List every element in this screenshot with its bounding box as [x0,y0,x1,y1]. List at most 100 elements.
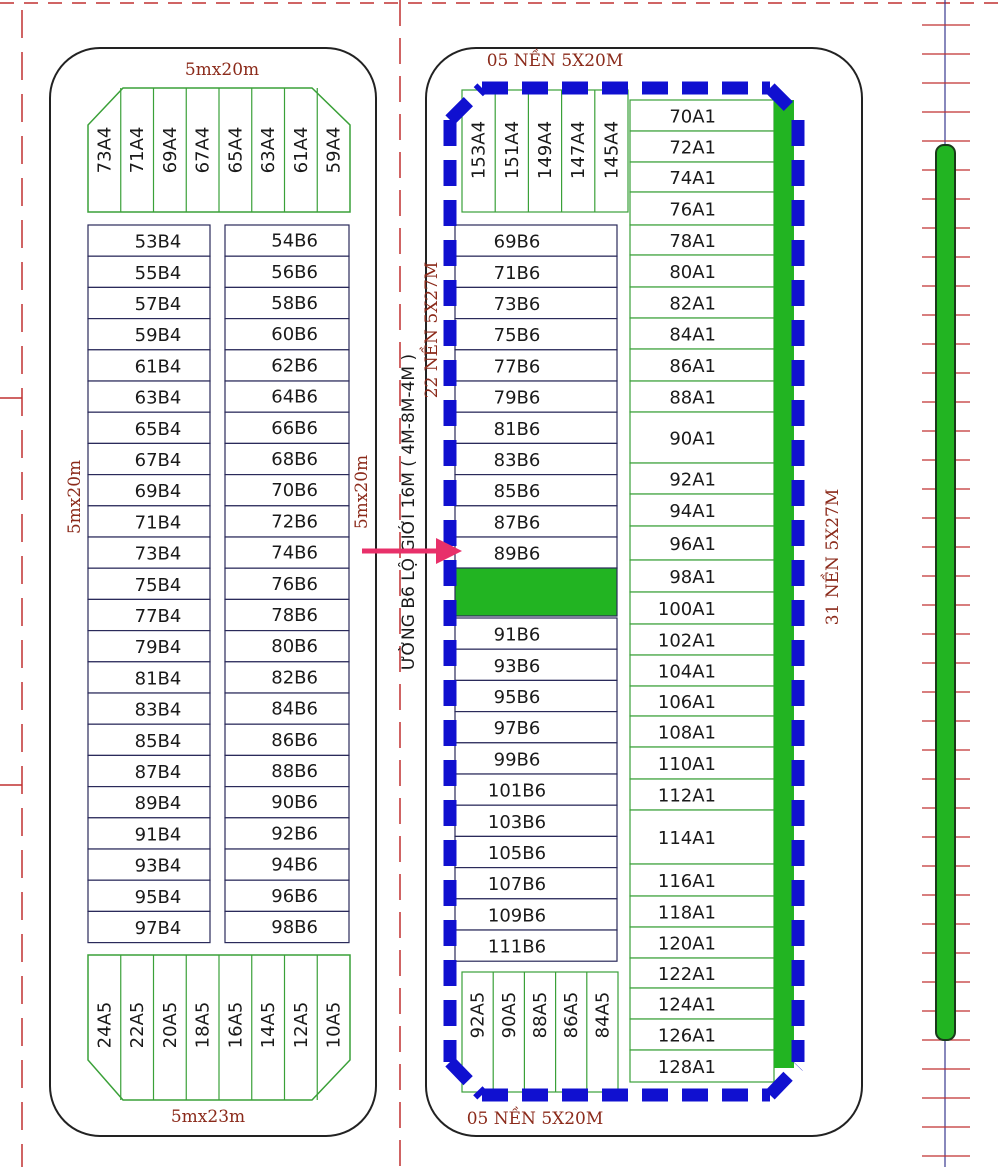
lot-label: 98A1 [669,567,716,588]
lot [87,661,211,694]
lot [87,910,211,944]
lot-label: 67B4 [135,450,182,471]
lot-label: 70A1 [669,107,716,128]
lot [87,785,211,819]
lot-label: 90B6 [271,792,318,813]
lot [87,380,211,413]
lot-label: 77B6 [494,356,541,377]
lot-label: 79B6 [494,388,541,409]
left-bottom-lot-group [87,954,351,1101]
left-dim-bottom: 5mx23m [171,1107,245,1127]
lot-label: 69A4 [160,127,181,174]
lot-label: 145A4 [601,121,622,179]
right-top-label: 05 NỀN 5X20M [487,49,624,71]
lot-label: 74A1 [669,168,716,189]
lot-label: 18A5 [193,1002,214,1049]
lot [629,462,775,495]
lot [87,723,211,757]
lot-label: 88B6 [271,761,318,782]
lot-label: 124A1 [658,995,716,1016]
lot-label: 110A1 [658,754,716,775]
lot-label: 55B4 [135,263,182,284]
lot [629,1049,775,1083]
lot-label: 147A4 [568,121,589,179]
lot-label: 92A1 [669,470,716,491]
location-arrow [362,538,462,564]
lot-label: 59A4 [324,127,345,174]
lot-label: 61B4 [135,356,182,377]
lot-label: 88A5 [530,992,551,1039]
green-strip-a1 [774,100,794,1068]
lot-label: 112A1 [658,786,716,807]
lot [87,598,211,632]
lot-label: 72A1 [669,138,716,159]
lot-label: 85B4 [135,731,182,752]
lot-label: 54B6 [271,231,318,252]
lot-label: 86B6 [271,730,318,751]
right-b6-upper: 69B671B673B675B677B679B681B683B685B687B6… [454,224,618,569]
lot [224,910,350,944]
lot-label: 118A1 [658,903,716,924]
lot-label: 57B4 [135,294,182,315]
lot [224,754,350,788]
lot [224,536,350,569]
lot-label: 104A1 [658,662,716,683]
lot-label: 56B6 [271,262,318,283]
lot [87,629,211,663]
lot [224,723,350,757]
lot [87,286,211,320]
lot-label: 84B6 [271,699,318,720]
lot-label: 71B6 [494,263,541,284]
lot-label: 96A1 [669,534,716,555]
lot-label: 82A1 [669,294,716,315]
lot [454,411,618,445]
lot-label: 84A5 [592,992,613,1039]
lot-label: 103B6 [488,812,546,833]
lot-label: 111B6 [488,937,546,958]
lot-label: 71A4 [127,127,148,174]
lot-label: 114A1 [658,828,716,849]
lot-label: 91B4 [135,824,182,845]
lot-label: 97B4 [135,918,182,939]
lot [87,318,211,351]
lot-label: 128A1 [658,1057,716,1078]
lot-label: 93B6 [494,656,541,677]
lot-label: 59B4 [135,325,182,346]
road-label: ƯỜNG B6 LỘ GIỚI 16M ( 4M-8M-4M ) [397,354,419,670]
lot-label: 14A5 [258,1002,279,1049]
right-right-label: 31 NỀN 5X27M [821,489,843,626]
lot [87,411,211,445]
right-left-label: 22 NỀN 5X27M [420,262,442,399]
lot-label: 74B6 [271,543,318,564]
lot [629,493,775,527]
lot [629,559,775,593]
right-a1-lots: 70A172A174A176A178A180A182A184A186A188A1… [629,99,775,1083]
lot [224,848,350,881]
lot [454,536,618,569]
lot [454,773,618,806]
right-block-outline [425,47,863,1137]
lot-label: 87B6 [494,512,541,533]
lot-label: 98B6 [271,917,318,938]
lot-label: 90A5 [499,992,520,1039]
left-column-b4: 53B455B457B459B461B463B465B467B469B471B4… [87,224,211,944]
lot [224,879,350,913]
lot [454,380,618,413]
left-dim-top: 5mx20m [185,60,259,80]
lot [454,505,618,538]
lot [224,380,350,413]
lot-label: 87B4 [135,762,182,783]
lot-label: 120A1 [658,934,716,955]
lot [224,629,350,663]
blue-dashed-boundary [443,81,805,1102]
lot-label: 92A5 [468,992,489,1039]
left-dim-right: 5mx20m [352,455,372,529]
lot-label: 108A1 [658,723,716,744]
lot-label: 71B4 [135,512,182,533]
lot-label: 70B6 [271,480,318,501]
lot [629,654,775,687]
lot-label: 80A1 [669,262,716,283]
